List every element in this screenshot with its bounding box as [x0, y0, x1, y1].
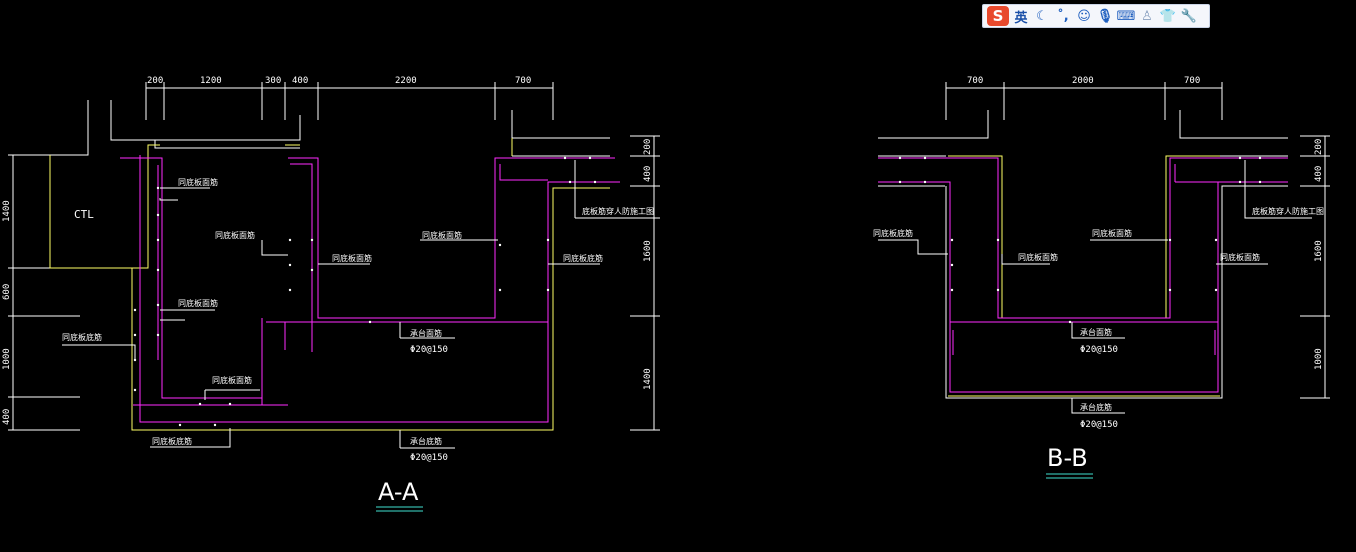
bb-label-1: 同底板底筋	[873, 228, 913, 238]
aa-rebar	[120, 155, 620, 423]
aa-rebar-dots	[133, 156, 597, 427]
microphone-icon[interactable]: 🎙	[1096, 8, 1114, 24]
bb-rebar-dots	[898, 156, 1262, 324]
bb-label-3: 同底板面筋	[1092, 228, 1132, 238]
bb-dim-right-1600: 1600	[1314, 240, 1324, 262]
aa-dim-400: 400	[292, 76, 308, 86]
bb-label-4: 同底板面筋	[1220, 252, 1260, 262]
aa-concrete-lines	[49, 138, 610, 431]
bb-rebar	[878, 157, 1288, 393]
settings-wrench-icon[interactable]: 🔧	[1180, 8, 1198, 24]
bb-label-r1: 底板筋穿人防施工图	[1252, 206, 1324, 216]
aa-label-3: 同底板面筋	[332, 253, 372, 263]
section-aa: 200 1200 300 400 2200 700 1400 600 1000 …	[2, 76, 660, 512]
bb-dim-700-left: 700	[967, 76, 983, 86]
bb-cap-bottom-spec: Φ20@150	[1080, 420, 1118, 430]
aa-dim-right-1400: 1400	[643, 368, 653, 390]
section-bb: 700 2000 700 200 400 1600 1000 同底板底筋 同底板…	[873, 76, 1330, 479]
aa-cap-bottom-spec: Φ20@150	[410, 453, 448, 463]
aa-right-dimension	[630, 135, 660, 431]
aa-left-dimension	[8, 154, 80, 431]
aa-dim-2200: 2200	[395, 76, 417, 86]
bb-cap-top-spec: Φ20@150	[1080, 345, 1118, 355]
bb-label-2: 同底板面筋	[1018, 252, 1058, 262]
bb-cap-top-label: 承台面筋	[1080, 327, 1112, 337]
aa-dim-right-400: 400	[643, 166, 653, 182]
aa-cap-bottom-label: 承台底筋	[410, 436, 442, 446]
aa-dimension-texts: 200 1200 300 400 2200 700 1400 600 1000 …	[2, 76, 653, 425]
emoji-icon[interactable]: ☺	[1077, 8, 1091, 24]
input-mode-toggle[interactable]: 英	[1014, 10, 1028, 26]
skin-icon[interactable]: 👕	[1159, 8, 1177, 24]
aa-dim-300: 300	[265, 76, 281, 86]
bb-right-dimension	[1300, 135, 1330, 399]
aa-cap-top-label: 承台面筋	[410, 328, 442, 338]
aa-label-r1: 底板筋穿人防施工图	[582, 206, 654, 216]
aa-label-9: 同底板底筋	[152, 436, 192, 446]
keyboard-icon[interactable]: ⌨	[1116, 8, 1136, 24]
aa-label-8: 同底板底筋	[563, 253, 603, 263]
aa-label-4: 同底板面筋	[178, 298, 218, 308]
user-icon[interactable]: ♙	[1141, 8, 1153, 24]
bb-title: B-B	[1047, 444, 1088, 472]
aa-label-6: 同底板面筋	[212, 375, 252, 385]
ime-toolbar[interactable]: S 英 ☾ ˚, ☺ 🎙 ⌨ ♙ 👕 🔧	[982, 4, 1210, 28]
aa-dim-1200: 1200	[200, 76, 222, 86]
aa-dim-right-200: 200	[643, 139, 653, 155]
aa-title: A-A	[378, 478, 419, 506]
aa-label-1: 同底板面筋	[178, 177, 218, 187]
aa-label-5: 同底板面筋	[422, 230, 462, 240]
aa-dim-left-1000: 1000	[2, 348, 12, 370]
bb-dimension-texts: 700 2000 700 200 400 1600 1000	[967, 76, 1324, 370]
bb-cap-bottom-label: 承台底筋	[1080, 402, 1112, 412]
bb-top-dimension	[945, 82, 1223, 120]
aa-leaders	[62, 160, 660, 449]
aa-top-dimension	[145, 82, 554, 120]
bb-dim-700-right: 700	[1184, 76, 1200, 86]
aa-dim-left-600: 600	[2, 284, 12, 300]
aa-ctl-label: CTL	[74, 208, 94, 221]
aa-dim-right-1600: 1600	[643, 240, 653, 262]
bb-dim-right-1000: 1000	[1314, 348, 1324, 370]
bb-dim-2000: 2000	[1072, 76, 1094, 86]
bb-leaders	[878, 160, 1312, 414]
aa-cap-top-spec: Φ20@150	[410, 345, 448, 355]
aa-annotations: 同底板面筋 同底板面筋 同底板面筋 同底板面筋 同底板面筋 同底板面筋 同底板底…	[62, 177, 654, 463]
bb-annotations: 同底板底筋 同底板面筋 同底板面筋 同底板面筋 底板筋穿人防施工图 承台面筋 Φ…	[873, 206, 1324, 430]
moon-icon[interactable]: ☾	[1036, 8, 1048, 24]
punctuation-icon[interactable]: ˚,	[1057, 8, 1069, 24]
bb-dim-right-400: 400	[1314, 166, 1324, 182]
aa-dim-700: 700	[515, 76, 531, 86]
sogou-logo-icon[interactable]: S	[987, 6, 1009, 26]
aa-dim-200: 200	[147, 76, 163, 86]
aa-label-2: 同底板面筋	[215, 230, 255, 240]
aa-dim-left-400: 400	[2, 409, 12, 425]
bb-dim-right-200: 200	[1314, 139, 1324, 155]
aa-dim-left-1400: 1400	[2, 200, 12, 222]
bb-concrete-lines	[948, 155, 1220, 397]
aa-label-7: 同底板底筋	[62, 332, 102, 342]
